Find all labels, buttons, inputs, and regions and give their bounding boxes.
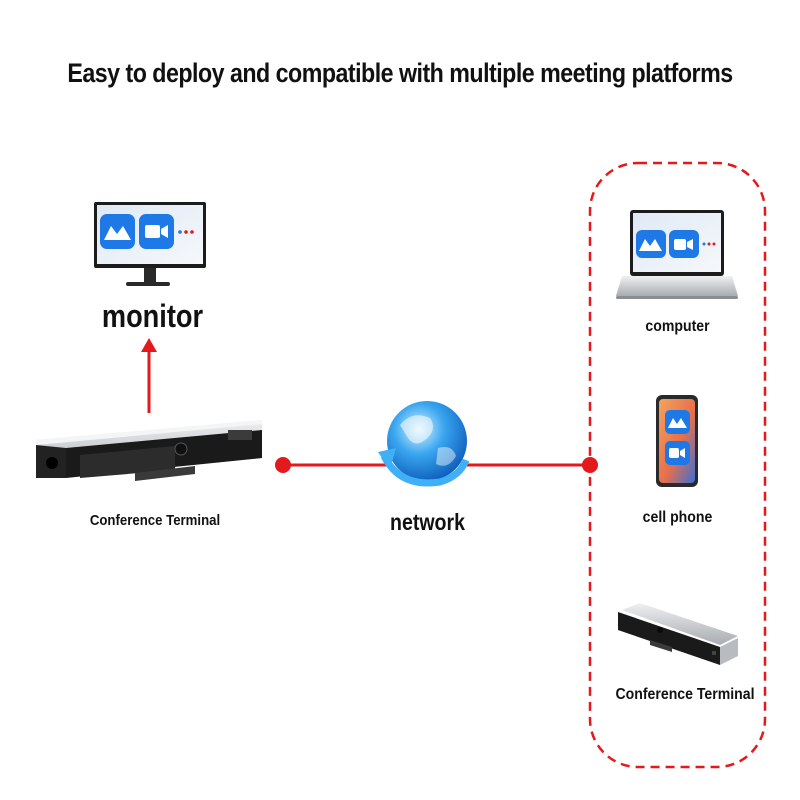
cell-phone-label: cell phone <box>642 509 713 526</box>
conference-terminal-label: Conference Terminal <box>89 512 221 529</box>
cell-phone-device <box>656 395 698 487</box>
conference-terminal-remote-device <box>618 603 738 665</box>
monitor-device <box>94 202 206 286</box>
monitor-label: monitor <box>101 298 204 334</box>
connector-dot-right <box>582 457 598 473</box>
arrow-up-icon <box>141 338 157 352</box>
network-label: network <box>390 509 465 535</box>
connector-dot-left <box>275 457 291 473</box>
headline: Easy to deploy and compatible with multi… <box>67 58 733 88</box>
video-camera-icon <box>139 214 174 249</box>
connector-lines <box>141 338 598 473</box>
computer-label: computer <box>645 318 710 335</box>
conference-terminal-device <box>36 420 262 481</box>
meeting-app-icon <box>100 214 135 249</box>
computer-device <box>616 210 738 299</box>
globe-icon <box>378 401 470 487</box>
conference-terminal-remote-label: Conference Terminal <box>615 686 755 703</box>
